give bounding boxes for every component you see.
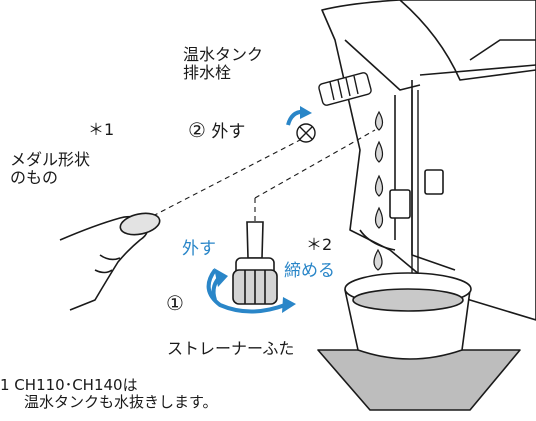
hand-with-medal [59,212,161,311]
hot-tank-drain-label-line1: 温水タンク [183,45,264,64]
rotation-arrow-heads [214,106,312,313]
medal-label-line2: のもの [10,168,59,188]
remove-label: 外す [182,239,216,259]
footnote-line2: 温水タンクも水抜きします。 [24,393,218,412]
drain-plug [296,123,316,143]
water-drops [373,110,384,271]
note1-marker: ＊1 [88,120,115,139]
strainer-cap [232,221,278,305]
step1-number: ① [166,291,184,315]
footnote: 1 CH110･CH140は 温水タンクも水抜きします。 [0,376,218,412]
strainer-cap-label: ストレーナーふた [167,339,295,358]
footnote-line1: 1 CH110･CH140は [0,376,138,394]
step2-action: 外す [211,122,246,142]
appliance-body [321,0,536,321]
bucket [317,272,521,411]
hot-tank-drain-label-line2: 排水栓 [183,63,232,83]
medal-label: メダル形状 のもの [10,150,91,188]
step2-label: ② 外す [188,119,245,143]
medal-label-line1: メダル形状 [10,150,91,169]
guide-lines [144,129,376,222]
hot-tank-drain-label: 温水タンク 排水栓 [183,45,264,83]
note2-marker: ＊2 [306,235,333,254]
hot-tank-drain-valve [318,72,372,106]
step2-number: ② [188,118,206,142]
tighten-label: 締める [284,261,335,281]
